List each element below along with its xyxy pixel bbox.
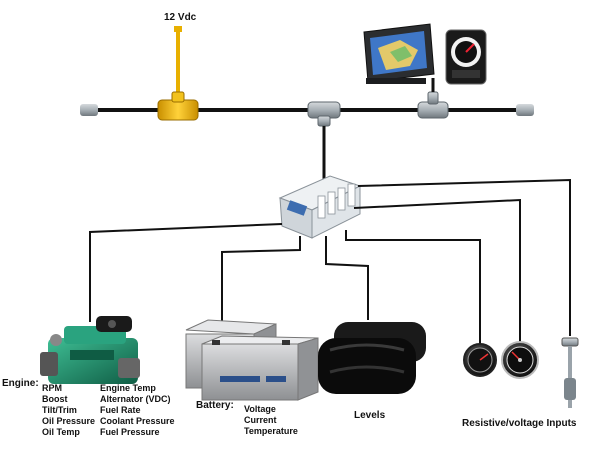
converter-module — [278, 175, 362, 239]
battery-title: Battery: — [196, 400, 234, 411]
engine-param: RPM — [42, 383, 62, 393]
engine-params-right: Engine Temp Alternator (VDC) Fuel Rate C… — [100, 383, 175, 438]
engine-param: Tilt/Trim — [42, 405, 77, 415]
levels-cable — [325, 236, 369, 320]
gauge-1 — [463, 343, 497, 377]
engine-cable — [89, 223, 283, 322]
engine-param: Coolant Pressure — [100, 416, 175, 426]
inputs-title: Resistive/voltage Inputs — [462, 418, 577, 429]
engine-params-left: RPM Boost Tilt/Trim Oil Pressure Oil Tem… — [42, 383, 95, 438]
power-drop — [157, 26, 199, 121]
engine-param: Oil Temp — [42, 427, 80, 437]
engine-param: Boost — [42, 394, 68, 404]
battery-param: Current — [244, 415, 277, 425]
sensor-cables — [89, 178, 571, 344]
batteries-image — [185, 319, 319, 401]
gauge2-cable — [353, 198, 521, 342]
tee-connector-right — [417, 78, 449, 119]
engine-param: Fuel Rate — [100, 405, 141, 415]
engine-title: Engine: — [2, 378, 39, 389]
power-tee-connector — [157, 99, 199, 121]
gauge1-cable — [345, 230, 481, 344]
terminator-left — [80, 104, 98, 116]
battery-cable — [221, 236, 301, 326]
battery-param: Voltage — [244, 404, 276, 414]
battery-params: Voltage Current Temperature — [244, 404, 298, 437]
tee-connector-middle — [307, 101, 341, 127]
chartplotter-display — [363, 23, 435, 84]
engine-param: Fuel Pressure — [100, 427, 160, 437]
gauge-2 — [501, 341, 539, 379]
engine-image — [40, 316, 140, 384]
battery-param: Temperature — [244, 426, 298, 436]
terminator-right — [516, 104, 534, 116]
level-sender — [561, 337, 579, 408]
backbone-cable — [80, 104, 534, 116]
engine-param: Oil Pressure — [42, 416, 96, 426]
tanks-image — [318, 322, 426, 394]
power-label: 12 Vdc — [164, 12, 197, 23]
levels-title: Levels — [354, 410, 386, 421]
sender-cable — [357, 178, 571, 336]
engine-param: Alternator (VDC) — [100, 394, 171, 404]
engine-param: Engine Temp — [100, 383, 156, 393]
instrument-display — [445, 29, 487, 85]
